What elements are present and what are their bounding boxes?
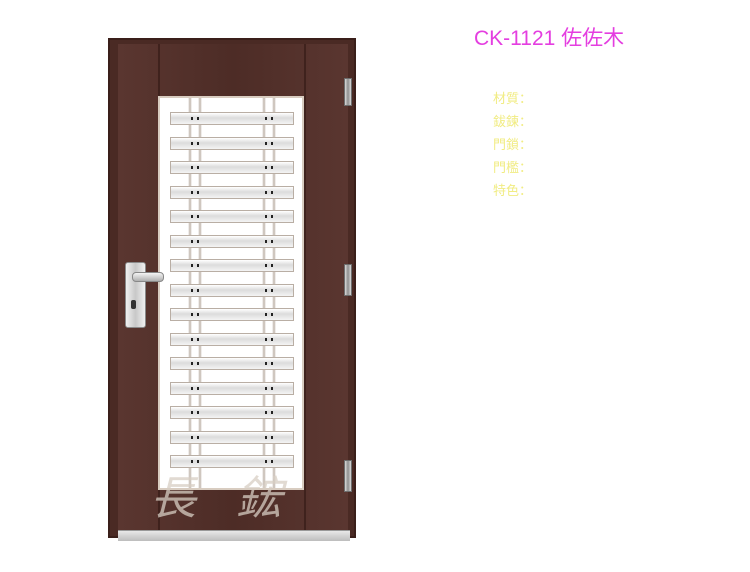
- rivet-icon: [271, 239, 273, 243]
- rivet-icon: [271, 386, 273, 390]
- spec-hinge: 鈸鍊：: [493, 115, 533, 130]
- grille-slat: [170, 455, 294, 468]
- rivet-icon: [191, 313, 193, 316]
- rivet-icon: [197, 166, 199, 169]
- rivet-icon: [265, 288, 267, 292]
- spec-threshold: 門檻：: [493, 161, 533, 176]
- rivet-icon: [265, 313, 267, 316]
- rivet-icon: [191, 264, 193, 267]
- rivet-icon: [265, 337, 267, 341]
- grille-slat: [170, 210, 294, 223]
- grille-slat: [170, 112, 294, 125]
- rivet-icon: [271, 288, 273, 292]
- rivet-icon: [191, 460, 193, 463]
- rivet-icon: [271, 435, 273, 439]
- rivet-icon: [265, 215, 267, 218]
- rivet-icon: [197, 337, 199, 341]
- rivet-icon: [265, 362, 267, 365]
- grille-slat: [170, 161, 294, 174]
- door-handle: [132, 272, 164, 282]
- door-threshold: [118, 530, 350, 541]
- rivet-icon: [191, 141, 193, 145]
- rivet-icon: [271, 313, 273, 316]
- rivet-icon: [197, 435, 199, 439]
- rivet-icon: [197, 386, 199, 390]
- rivet-icon: [265, 166, 267, 169]
- grille-slat: [170, 283, 294, 297]
- rivet-icon: [265, 435, 267, 439]
- rivet-icon: [191, 166, 193, 169]
- rivet-icon: [271, 117, 273, 120]
- rivet-icon: [271, 411, 273, 414]
- rivet-icon: [265, 239, 267, 243]
- rivet-icon: [191, 239, 193, 243]
- grille-slat: [170, 357, 294, 370]
- spec-material: 材質：: [493, 92, 533, 107]
- rivet-icon: [265, 386, 267, 390]
- grille-slat: [170, 308, 294, 321]
- rivet-icon: [191, 288, 193, 292]
- rivet-icon: [265, 141, 267, 145]
- door-right-stile: [304, 44, 306, 534]
- rivet-icon: [197, 239, 199, 243]
- brand-watermark: 長鋐: [150, 471, 322, 525]
- rivet-icon: [197, 288, 199, 292]
- rivet-icon: [191, 190, 193, 194]
- product-title: CK-1121 佐佐木: [474, 27, 625, 50]
- rivet-icon: [197, 215, 199, 218]
- spec-list: 材質： 鈸鍊： 門鎖： 門檻： 特色：: [493, 88, 532, 203]
- rivet-icon: [191, 435, 193, 439]
- spec-lock: 門鎖：: [493, 138, 533, 153]
- grille-slat: [170, 234, 294, 248]
- middle-hinge: [344, 264, 352, 296]
- rivet-icon: [271, 460, 273, 463]
- rivet-icon: [197, 313, 199, 316]
- rivet-icon: [197, 362, 199, 365]
- rivet-icon: [271, 264, 273, 267]
- rivet-icon: [271, 190, 273, 194]
- rivet-icon: [197, 190, 199, 194]
- keyhole-icon: [131, 300, 136, 309]
- rivet-icon: [197, 411, 199, 414]
- grille-slat: [170, 332, 294, 346]
- rivet-icon: [271, 337, 273, 341]
- rivet-icon: [197, 117, 199, 120]
- rivet-icon: [265, 117, 267, 120]
- rivet-icon: [191, 337, 193, 341]
- rivet-icon: [265, 190, 267, 194]
- grille-slat: [170, 381, 294, 395]
- spec-features: 特色：: [493, 184, 533, 199]
- rivet-icon: [197, 141, 199, 145]
- door-grille: [158, 96, 304, 490]
- rivet-icon: [191, 411, 193, 414]
- grille-slat: [170, 185, 294, 199]
- grille-slat: [170, 430, 294, 444]
- grille-slat: [170, 406, 294, 419]
- rivet-icon: [265, 264, 267, 267]
- rivet-icon: [197, 264, 199, 267]
- rivet-icon: [271, 141, 273, 145]
- grille-slat: [170, 136, 294, 150]
- rivet-icon: [271, 215, 273, 218]
- rivet-icon: [197, 460, 199, 463]
- rivet-icon: [191, 362, 193, 365]
- rivet-icon: [191, 215, 193, 218]
- upper-hinge: [344, 78, 352, 106]
- rivet-icon: [271, 166, 273, 169]
- rivet-icon: [191, 386, 193, 390]
- rivet-icon: [191, 117, 193, 120]
- rivet-icon: [265, 460, 267, 463]
- rivet-icon: [271, 362, 273, 365]
- lower-hinge: [344, 460, 352, 492]
- rivet-icon: [265, 411, 267, 414]
- grille-slat: [170, 259, 294, 272]
